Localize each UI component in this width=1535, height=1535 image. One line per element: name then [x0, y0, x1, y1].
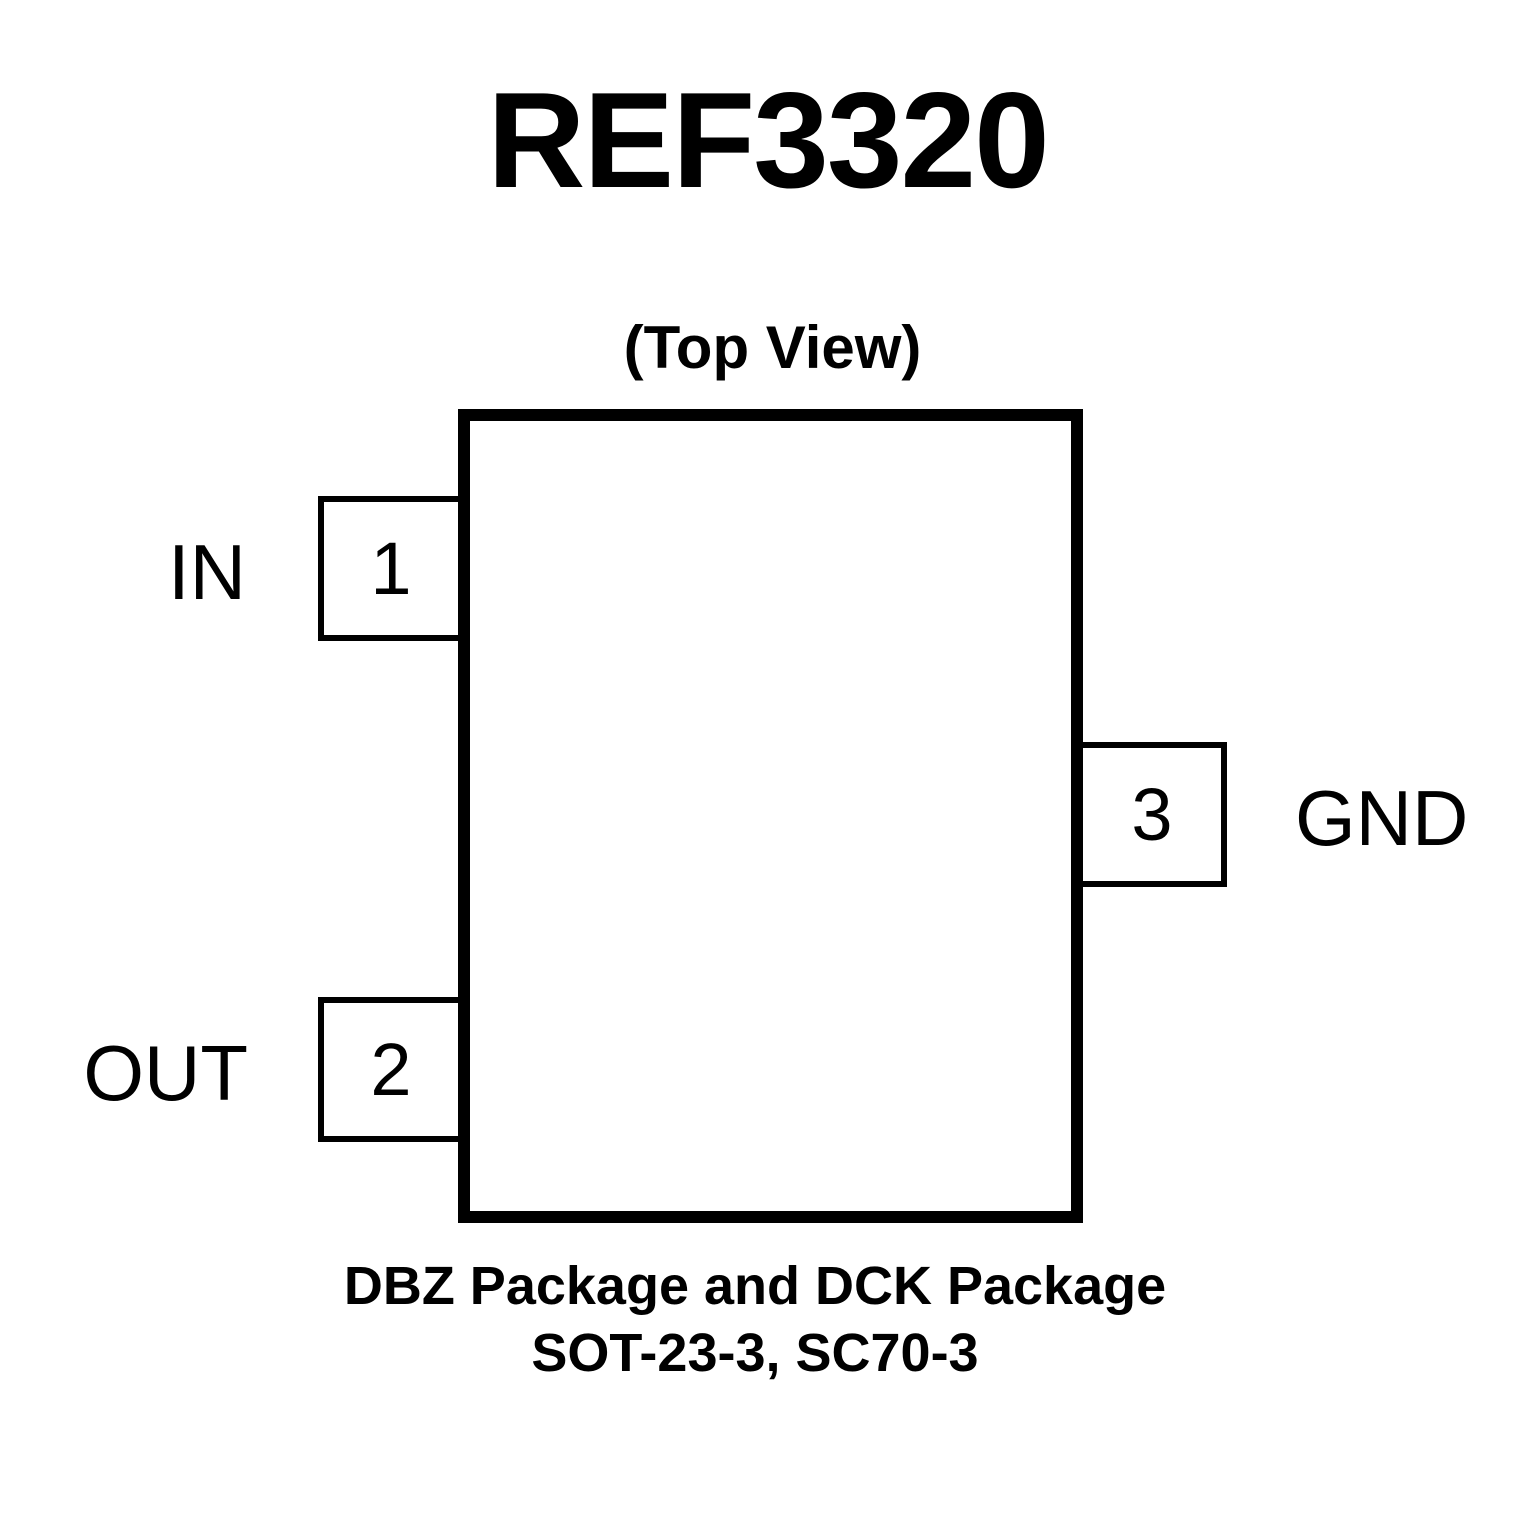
- package-caption-line1: DBZ Package and DCK Package: [343, 1256, 1167, 1316]
- pin-3-number: 3: [1131, 772, 1173, 856]
- pin-2-label: OUT: [83, 1029, 248, 1117]
- part-number-title: REF3320: [487, 64, 1050, 216]
- pin-3: 3: [1083, 742, 1227, 887]
- pin-1-number: 1: [370, 526, 412, 610]
- pin-2-number: 2: [370, 1027, 412, 1111]
- package-body: [458, 409, 1083, 1223]
- pin-3-label: GND: [1295, 774, 1469, 862]
- view-label: (Top View): [623, 314, 922, 381]
- pin-1-label: IN: [168, 528, 246, 616]
- pin-2: 2: [318, 997, 458, 1142]
- package-caption-line2: SOT-23-3, SC70-3: [531, 1323, 979, 1383]
- pin-1: 1: [318, 496, 458, 641]
